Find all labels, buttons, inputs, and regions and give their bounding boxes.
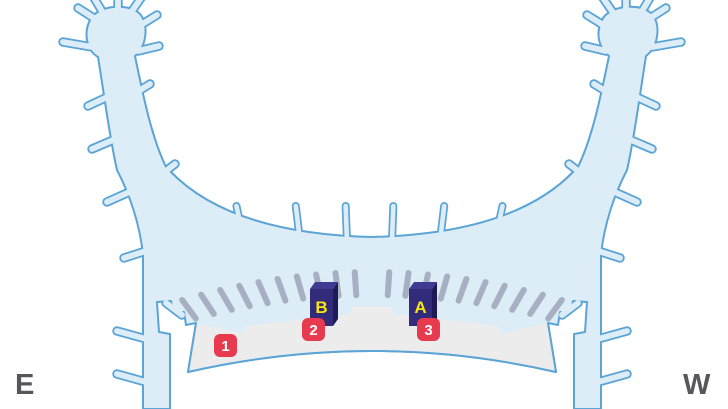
jet-bridge-finger: [234, 203, 247, 244]
jet-bridge-finger: [584, 12, 611, 31]
aircraft-stand-dash: [274, 275, 289, 304]
aircraft-stand-dash: [351, 269, 360, 299]
jet-bridge-finger: [121, 246, 155, 261]
badge-3-shape: [417, 318, 440, 341]
jet-bridge-finger: [566, 161, 593, 183]
jet-bridge-finger: [104, 186, 139, 205]
aircraft-stand-dash: [473, 279, 489, 307]
jet-bridge-finger: [133, 12, 160, 31]
jet-bridge-finger: [389, 203, 396, 244]
location-badge-3[interactable]: 3: [417, 318, 440, 341]
aircraft-stand-dash: [217, 286, 235, 313]
tower-a-front-face: [409, 289, 432, 326]
apron-band-outline: [187, 322, 557, 373]
compass-west-label: W: [683, 369, 711, 401]
aircraft-stand-dash: [236, 282, 253, 310]
aircraft-stand-dash: [491, 282, 508, 310]
jet-bridge-finger: [129, 81, 153, 98]
jet-bridge-finger: [649, 39, 684, 50]
aircraft-stand-dash: [293, 273, 307, 302]
tower-a-label: A: [414, 298, 426, 317]
jet-bridge-finger: [75, 5, 103, 25]
aircraft-stands-left: [179, 269, 360, 322]
aircraft-stand-dash: [402, 270, 412, 299]
aircraft-stand-dash: [509, 286, 527, 313]
compass-east-label: E: [15, 369, 34, 401]
aircraft-stand-dash: [527, 291, 546, 317]
tower-b-top-face: [310, 282, 338, 289]
jet-bridge-finger: [91, 0, 106, 16]
jet-bridge-finger: [60, 39, 95, 50]
jet-bridge-finger: [638, 0, 653, 16]
aircraft-stand-dash: [198, 291, 217, 317]
jet-bridge-finger: [85, 90, 119, 109]
aircraft-stand-dash: [255, 279, 271, 307]
jet-bridge-finger: [621, 134, 655, 152]
location-badge-2[interactable]: 2: [302, 318, 325, 341]
jet-bridge-finger: [437, 203, 447, 244]
jet-bridge-finger: [293, 203, 303, 244]
tower-marker-b[interactable]: B: [310, 282, 338, 326]
jet-bridge-finger: [151, 161, 178, 183]
badge-1-shape: [214, 334, 237, 357]
jet-bridge-finger: [595, 328, 630, 342]
aircraft-stand-dash: [384, 269, 393, 299]
jet-bridge-finger: [114, 371, 149, 385]
tower-a-side-face: [432, 282, 437, 326]
jet-bridge-finger: [591, 81, 615, 98]
jet-bridge-finger: [343, 203, 350, 244]
location-badge-1[interactable]: 1: [214, 334, 237, 357]
jet-bridge-finger: [595, 371, 630, 385]
jet-bridge-finger: [163, 300, 185, 318]
badge-3-label: 3: [424, 322, 432, 339]
tower-marker-a[interactable]: A: [409, 282, 437, 326]
aircraft-stand-dash: [545, 296, 565, 322]
aircraft-stand-dash: [455, 275, 470, 304]
jet-bridge-finger: [135, 43, 162, 54]
tower-b-side-face: [333, 282, 338, 326]
badge-1-label: 1: [221, 338, 229, 355]
jet-bridge-finger: [89, 134, 123, 152]
jet-bridge-finger: [641, 5, 669, 25]
tower-b-front-face: [310, 289, 333, 326]
jet-bridge-finger: [114, 328, 149, 342]
tower-b-label: B: [315, 298, 327, 317]
jet-bridge-finger: [625, 90, 659, 109]
badge-2-label: 2: [309, 322, 317, 339]
jet-bridge-finger: [600, 0, 617, 17]
tower-a-top-face: [409, 282, 437, 289]
jet-bridge-finger: [589, 246, 623, 261]
gate-fingers-fill: [60, 0, 684, 385]
badge-2-shape: [302, 318, 325, 341]
jet-bridge-finger: [605, 186, 640, 205]
jet-bridge-finger: [127, 0, 144, 17]
jet-bridge-finger: [492, 203, 505, 244]
jet-bridge-finger: [559, 300, 581, 318]
aircraft-stand-dash: [437, 273, 451, 302]
aircraft-stand-dash: [179, 296, 199, 322]
jet-bridge-finger: [582, 43, 609, 54]
